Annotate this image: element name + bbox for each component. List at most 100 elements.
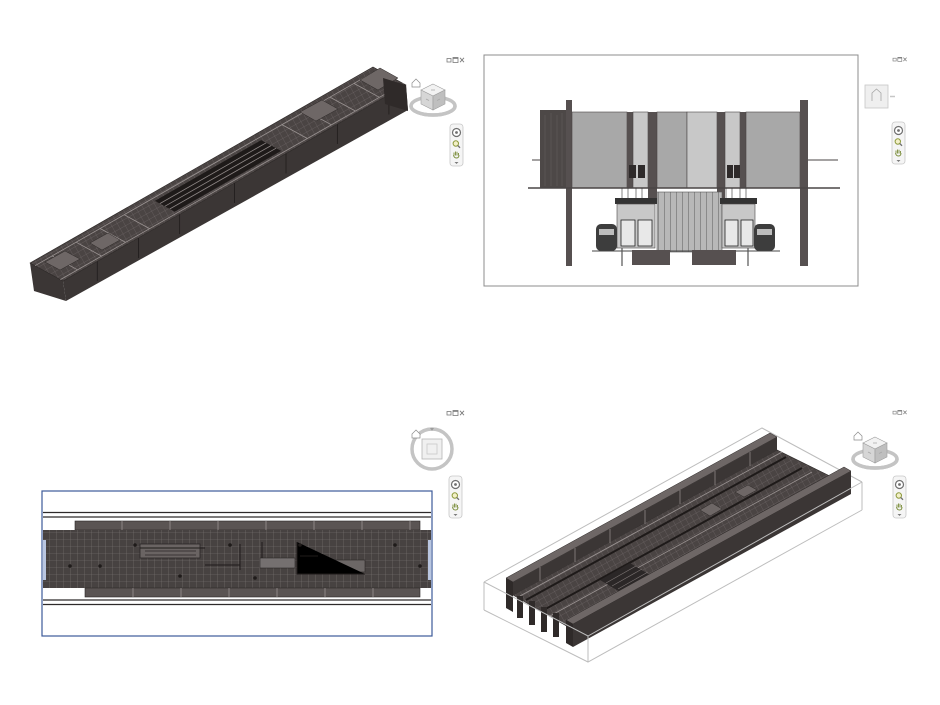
station-model-3d[interactable] — [29, 66, 408, 301]
platform-floor — [43, 530, 431, 588]
maximize-icon[interactable] — [452, 410, 459, 416]
navigation-bar-menu-icon[interactable] — [454, 162, 459, 164]
pan-icon[interactable] — [895, 149, 902, 157]
viewcube[interactable] — [851, 431, 899, 470]
steering-wheel-hub — [898, 483, 901, 486]
column-dot — [228, 543, 232, 547]
zoom-icon[interactable] — [895, 492, 904, 501]
section-box[interactable] — [483, 427, 863, 610]
pan-icon[interactable] — [452, 503, 459, 511]
zoom-icon[interactable] — [451, 492, 460, 501]
platform-canopy-right — [720, 198, 757, 204]
window-controls[interactable] — [446, 57, 465, 63]
platform-window-left-1 — [620, 219, 636, 247]
viewport-bottom-left[interactable] — [41, 410, 465, 637]
platform-window-right-2 — [740, 219, 754, 247]
zoom-icon[interactable] — [452, 140, 461, 149]
steering-wheel-icon[interactable] — [893, 125, 904, 136]
navigation-bar[interactable] — [448, 475, 463, 519]
train-left — [596, 224, 617, 251]
section-box-front-edges[interactable] — [483, 481, 863, 663]
steering-wheel-icon[interactable] — [451, 127, 462, 138]
viewcube-face-marks — [425, 89, 441, 101]
home-icon[interactable] — [411, 78, 421, 88]
door-left-2 — [638, 165, 645, 178]
platform-window-left-2 — [637, 219, 653, 247]
post-right — [800, 100, 808, 266]
close-icon[interactable] — [903, 57, 907, 62]
track-grooves — [525, 456, 803, 612]
viewport-top-right[interactable] — [483, 54, 907, 287]
column-dot — [418, 564, 422, 568]
track-rails — [159, 142, 277, 210]
restore-icon[interactable] — [446, 411, 452, 416]
train-left-window — [599, 229, 614, 235]
zoom-icon[interactable] — [894, 138, 903, 147]
plan-model[interactable] — [43, 511, 431, 606]
navigation-bar[interactable] — [449, 123, 464, 167]
steering-wheel-icon[interactable] — [894, 479, 905, 490]
restore-icon[interactable] — [446, 58, 452, 63]
viewcube-front-face[interactable] — [864, 84, 889, 109]
compass-north-marker[interactable] — [430, 428, 434, 431]
navigation-bar-menu-icon[interactable] — [453, 514, 458, 516]
pan-icon[interactable] — [896, 503, 903, 511]
window-controls[interactable] — [446, 410, 465, 416]
viewcube-ring-front[interactable] — [409, 105, 457, 117]
base-block-left — [632, 250, 670, 265]
wall-strip-bottom-joints — [132, 588, 374, 597]
close-icon[interactable] — [459, 410, 465, 416]
restore-icon[interactable] — [892, 410, 897, 415]
viewport-bottom-right[interactable] — [470, 400, 940, 700]
viewcube[interactable] — [409, 78, 457, 117]
window-controls[interactable] — [892, 410, 907, 415]
column-3 — [717, 112, 725, 202]
viewcube[interactable] — [410, 427, 454, 471]
central-lower-block — [656, 191, 723, 253]
column-dot — [68, 564, 72, 568]
viewport-top-left[interactable] — [0, 40, 470, 340]
post-left — [566, 100, 572, 266]
navigation-bar-menu-icon[interactable] — [896, 160, 901, 162]
viewcube-right-face[interactable] — [432, 89, 446, 111]
maximize-icon[interactable] — [897, 57, 903, 62]
close-icon[interactable] — [903, 410, 907, 415]
steering-wheel-hub — [897, 129, 900, 132]
maximize-icon-bar — [453, 410, 458, 412]
home-icon[interactable] — [853, 431, 863, 441]
maximize-icon[interactable] — [897, 410, 903, 415]
escalator — [600, 563, 655, 595]
front-wall-face — [573, 471, 851, 647]
column-4 — [740, 112, 746, 188]
viewcube-right-face[interactable] — [874, 442, 888, 464]
wall-strip-bottom — [84, 587, 421, 598]
column-dot — [98, 564, 102, 568]
section-box-back-edges[interactable] — [483, 427, 863, 610]
zoom-icon-handle — [456, 497, 460, 501]
end-panels — [517, 596, 559, 637]
close-icon[interactable] — [459, 57, 465, 63]
maximize-icon[interactable] — [452, 57, 459, 63]
viewcube-face-marks — [867, 442, 883, 454]
steering-wheel-icon[interactable] — [450, 479, 461, 490]
restore-icon[interactable] — [892, 57, 897, 62]
zoom-icon-handle — [899, 143, 903, 147]
navigation-bar[interactable] — [892, 475, 907, 519]
door-left-1 — [629, 165, 636, 178]
viewcube[interactable] — [864, 84, 895, 109]
pan-icon[interactable] — [453, 151, 460, 159]
navigation-bar-menu-icon[interactable] — [897, 514, 902, 516]
section-box-front[interactable] — [483, 481, 863, 663]
section-model[interactable] — [528, 100, 840, 266]
navigation-bar[interactable] — [891, 121, 906, 165]
station-model-cut[interactable] — [505, 432, 852, 647]
window-controls[interactable] — [892, 57, 907, 62]
panel-a — [571, 111, 628, 189]
model-end-face — [30, 263, 66, 301]
viewcube-top-face[interactable] — [421, 438, 443, 460]
home-icon[interactable] — [411, 429, 421, 439]
viewcube-face-mark — [871, 88, 882, 101]
viewcube-ring-front[interactable] — [851, 458, 899, 470]
viewcube-icon[interactable] — [862, 436, 888, 464]
viewcube-icon[interactable] — [420, 83, 446, 111]
